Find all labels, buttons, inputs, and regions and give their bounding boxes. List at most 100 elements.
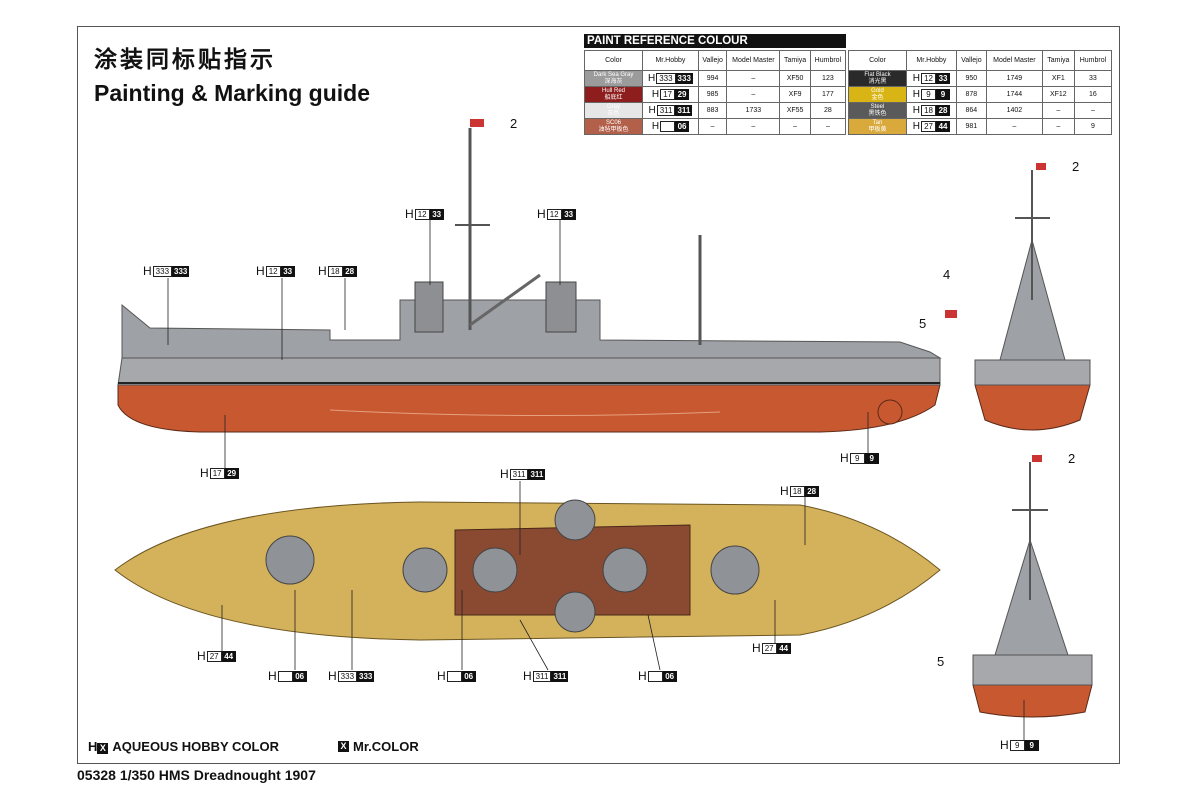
mr-color-code: 9 xyxy=(864,452,879,464)
h-prefix: H xyxy=(437,669,446,683)
mr-color-code: 33 xyxy=(280,265,295,277)
mr-color-code: 06 xyxy=(292,670,307,682)
x-box-icon: X xyxy=(338,741,349,752)
h-prefix: H xyxy=(256,264,265,278)
h-prefix: H xyxy=(268,669,277,683)
title-chinese: 涂装同标贴指示 xyxy=(94,47,276,73)
h-prefix: H xyxy=(537,207,546,221)
aqueous-code: 17 xyxy=(209,467,225,479)
marker-2-side: 2 xyxy=(510,116,518,131)
mr-color-code: 28 xyxy=(342,265,357,277)
h-prefix: H xyxy=(405,207,414,221)
marker-5-stern: 5 xyxy=(937,654,945,669)
aqueous-code: 12 xyxy=(414,208,430,220)
header-cell: Humbrol xyxy=(1073,50,1113,71)
marker-2-stern: 2 xyxy=(1068,451,1076,466)
aqueous-code: 311 xyxy=(509,468,529,480)
h-prefix: H xyxy=(143,264,152,278)
aqueous-code xyxy=(446,670,462,682)
x-box-icon: X xyxy=(97,743,109,754)
mr-color-code: 29 xyxy=(224,467,239,479)
callout-sc06-1: H 06 xyxy=(268,669,307,683)
callout-sc06-3: H 06 xyxy=(638,669,677,683)
aqueous-code: 9 xyxy=(849,452,865,464)
side-profile-view xyxy=(117,119,957,433)
legend-mr-color: X Mr.COLOR xyxy=(338,739,419,754)
mr-color-code: 06 xyxy=(662,670,677,682)
humbrol-code: 177 xyxy=(809,86,847,103)
marker-2-bow: 2 xyxy=(1072,159,1080,174)
aqueous-code: 311 xyxy=(532,670,552,682)
h-prefix: H xyxy=(200,466,209,480)
h-prefix: H xyxy=(638,669,647,683)
h-prefix: H xyxy=(197,649,206,663)
h-prefix: H xyxy=(318,264,327,278)
bow-end-view xyxy=(974,163,1091,431)
legend-aqueous-label: AQUEOUS HOBBY COLOR xyxy=(112,739,279,754)
h-prefix: H xyxy=(752,641,761,655)
aqueous-code: 18 xyxy=(789,485,805,497)
title-english: Painting & Marking guide xyxy=(94,80,371,106)
mr-color-code: 333 xyxy=(357,670,375,682)
marker-4: 4 xyxy=(943,267,951,282)
legend-h: H xyxy=(88,739,98,754)
humbrol-code: – xyxy=(809,118,847,135)
aqueous-code: 27 xyxy=(761,642,777,654)
mr-color-code: 28 xyxy=(804,485,819,497)
aqueous-code: 333 xyxy=(337,670,358,682)
page-frame xyxy=(77,26,1120,764)
aqueous-code: 12 xyxy=(546,208,562,220)
footer-model-info: 05328 1/350 HMS Dreadnought 1907 xyxy=(77,767,316,783)
tamiya-code: – xyxy=(1041,118,1075,135)
aqueous-code: 333 xyxy=(152,265,173,277)
leader-lines xyxy=(167,220,1025,742)
mr-color-code: 311 xyxy=(528,468,546,480)
mr-color-code: 333 xyxy=(172,265,190,277)
h-prefix: H xyxy=(780,484,789,498)
h-prefix: H xyxy=(523,669,532,683)
legend-mr-color-label: Mr.COLOR xyxy=(353,739,419,754)
h-prefix: H xyxy=(328,669,337,683)
aqueous-code xyxy=(647,670,663,682)
vallejo-code: 981 xyxy=(955,118,987,135)
h-prefix: H xyxy=(500,467,509,481)
aqueous-code: 27 xyxy=(206,650,222,662)
vallejo-code: 950 xyxy=(955,70,987,87)
h-prefix: H xyxy=(840,451,849,465)
marker-5-side: 5 xyxy=(919,316,927,331)
mr-color-code: 311 xyxy=(551,670,569,682)
mr-color-code: 33 xyxy=(561,208,576,220)
aqueous-code: 12 xyxy=(265,265,281,277)
